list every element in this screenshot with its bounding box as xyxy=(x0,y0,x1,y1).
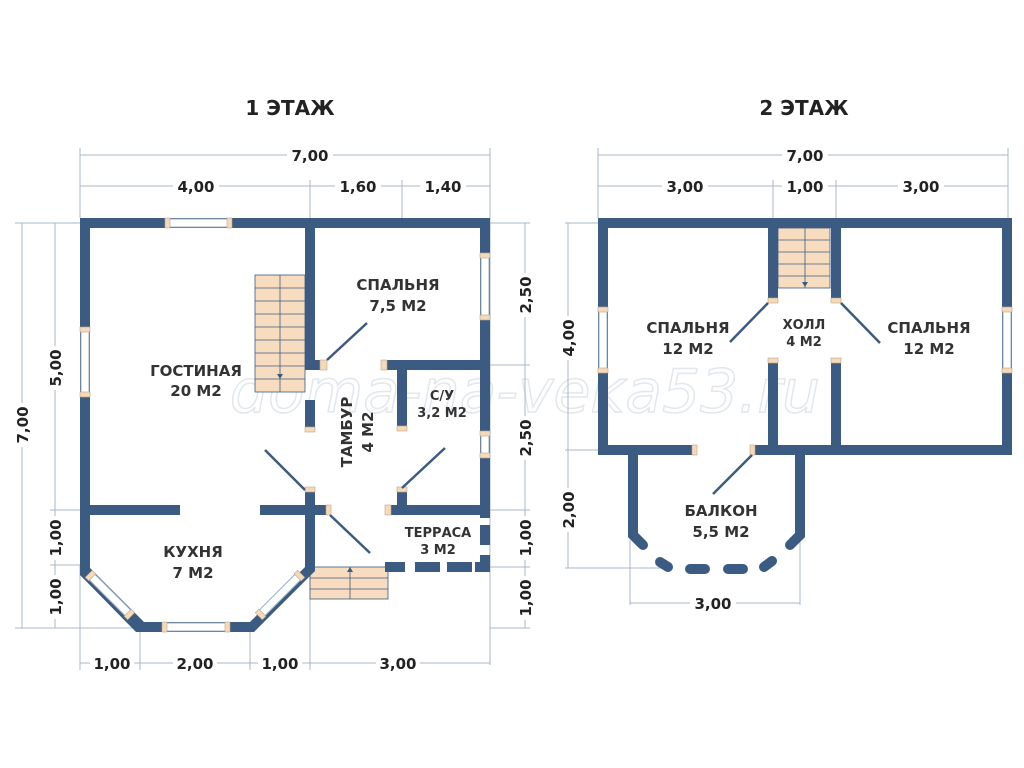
floor-1-doors xyxy=(264,322,446,554)
dim-label: 1,40 xyxy=(424,178,461,196)
floor-2-rooms: СПАЛЬНЯ 12 М2 ХОЛЛ 4 М2 СПАЛЬНЯ 12 М2 БА… xyxy=(646,318,970,541)
floor-2-windows xyxy=(597,297,1013,456)
dim-label: 1,00 xyxy=(517,579,535,616)
room-name: СПАЛЬНЯ xyxy=(646,319,729,337)
room-name: СПАЛЬНЯ xyxy=(887,319,970,337)
floor-1-title: 1 ЭТАЖ xyxy=(245,96,335,120)
dim-label: 3,00 xyxy=(379,655,416,673)
dim-label: 4,00 xyxy=(560,319,578,356)
floor-2-doors xyxy=(712,302,881,495)
dim-label: 1,60 xyxy=(339,178,376,196)
room-area: 5,5 М2 xyxy=(692,523,749,541)
dim-label: 3,00 xyxy=(666,178,703,196)
room-name: СПАЛЬНЯ xyxy=(356,276,439,294)
dim-label: 5,00 xyxy=(47,349,65,386)
dim-label: 2,00 xyxy=(176,655,213,673)
stairs xyxy=(777,227,831,289)
dim-label: 2,00 xyxy=(560,491,578,528)
floor-1-windows xyxy=(79,217,491,633)
room-area: 20 М2 xyxy=(170,382,221,400)
room-area: 7 М2 xyxy=(172,564,213,582)
dim-label: 1,00 xyxy=(786,178,823,196)
floor-1-dimension-labels: 7,00 4,00 1,60 1,40 7,00 5,00 1,00 1,00 … xyxy=(14,146,535,673)
room-area: 3 М2 xyxy=(420,543,456,558)
dim-label: 3,00 xyxy=(902,178,939,196)
floor-2-dimension-labels: 7,00 3,00 1,00 3,00 4,00 2,00 3,00 xyxy=(560,146,944,613)
room-name: ТЕРРАСА xyxy=(405,526,471,541)
dim-label: 2,50 xyxy=(517,276,535,313)
room-name: ХОЛЛ xyxy=(783,318,826,333)
dim-label: 1,00 xyxy=(47,519,65,556)
floor-2: 2 ЭТАЖ 7,00 3,00 1,00 3,00 4,00 2,00 3,0… xyxy=(560,96,1013,613)
stairs xyxy=(254,274,306,393)
room-area: 7,5 М2 xyxy=(369,297,426,315)
dim-label: 1,00 xyxy=(47,578,65,615)
floor-1-rooms: ГОСТИНАЯ 20 М2 СПАЛЬНЯ 7,5 М2 С/У 3,2 М2… xyxy=(150,276,471,582)
room-area: 4 М2 xyxy=(786,335,822,350)
dim-label: 2,50 xyxy=(517,419,535,456)
dim-label: 1,00 xyxy=(517,519,535,556)
dim-label: 7,00 xyxy=(291,147,328,165)
floor-2-title: 2 ЭТАЖ xyxy=(759,96,849,120)
dim-label: 3,00 xyxy=(694,595,731,613)
dim-label: 4,00 xyxy=(177,178,214,196)
room-area: 12 М2 xyxy=(662,340,713,358)
room-name: ТАМБУР xyxy=(338,397,356,468)
entry-steps xyxy=(309,566,389,600)
room-area: 4 М2 xyxy=(359,411,377,452)
room-area: 12 М2 xyxy=(903,340,954,358)
dim-label: 7,00 xyxy=(786,147,823,165)
room-name: КУХНЯ xyxy=(163,543,223,561)
room-name: С/У xyxy=(430,389,454,404)
room-name: БАЛКОН xyxy=(684,502,757,520)
dim-label: 1,00 xyxy=(93,655,130,673)
dim-label: 1,00 xyxy=(261,655,298,673)
room-name: ГОСТИНАЯ xyxy=(150,362,242,380)
room-area: 3,2 М2 xyxy=(417,406,467,421)
dim-label: 7,00 xyxy=(14,406,32,443)
floor-1: 1 ЭТАЖ 7,00 4,00 1,60 1,40 7,00 5,00 1,0… xyxy=(14,96,535,673)
